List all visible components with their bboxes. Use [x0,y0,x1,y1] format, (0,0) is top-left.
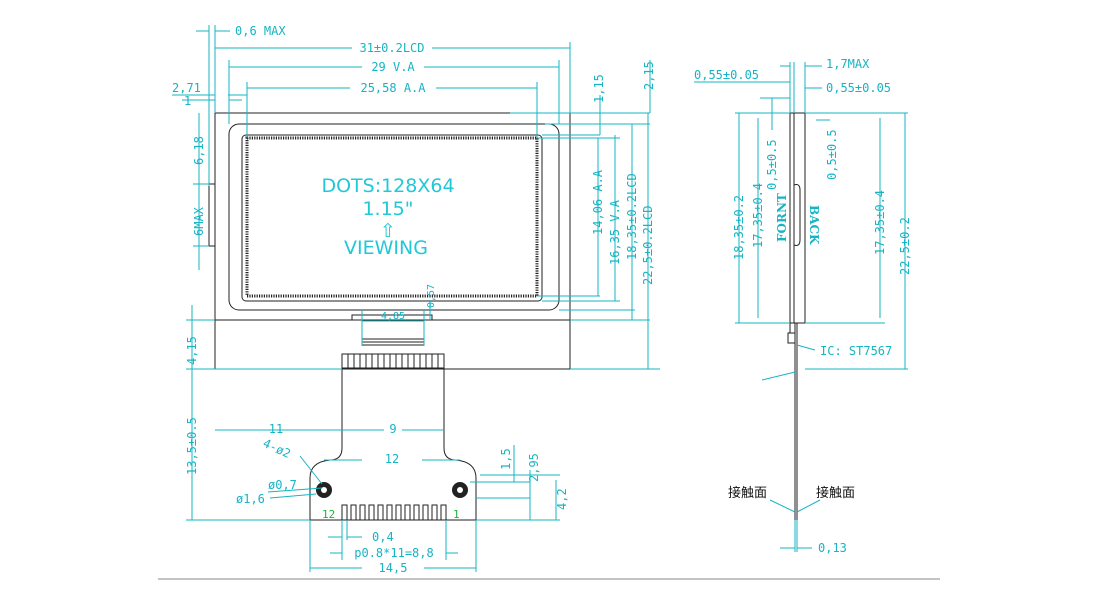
dim-side-05-right: 0,5±0.5 [825,129,839,180]
dim-tail-12: 12 [385,452,399,466]
dim-tail-135: 13,5±0.5 [185,417,199,475]
dim-side-1835: 18,35±0.2 [732,195,746,260]
dim-left-271: 2,71 [172,81,201,95]
side-view [787,112,806,520]
dim-side-17max: 1,7MAX [826,57,870,71]
viewing-text: VIEWING [344,237,428,259]
dim-tail-42: 4,2 [555,488,569,510]
lcd-glass [228,123,560,311]
dim-holes: 4-ø2 [261,436,293,461]
dim-tail-9: 9 [389,422,396,436]
dim-tail-145: 14,5 [379,561,408,575]
dim-tail-295: 2,95 [527,453,541,482]
dim-right-215: 2,15 [642,61,656,90]
fpc-neck [341,353,445,369]
dim-left-6max: 6MAX [192,206,206,236]
dim-va-height: 16,35 V.A [608,199,622,265]
dim-fpc-057: 0,57 [426,284,437,308]
side-dimensions: 0,55±0.05 1,7MAX 0,55±0.05 18,35±0.2 17,… [694,57,912,555]
ic-chip [787,332,796,344]
dim-side-225: 22,5±0.2 [898,217,912,275]
dim-side-055b: 0,55±0.05 [826,81,891,95]
dim-lcd-width: 31±0.2LCD [359,41,424,55]
dim-total-height: 22,5±0.2LCD [641,206,655,285]
front-view: DOTS:128X64 1.15" ⇧ VIEWING [208,112,571,521]
dim-tail-15: 1,5 [499,448,513,470]
pin-12-label: 12 [322,508,335,521]
dim-side-05-left: 0,5±0.5 [765,139,779,190]
left-tab [208,183,216,247]
contact-surface-left: 接触面 [728,485,767,501]
fpc-tail [309,368,477,521]
dim-side-1735-right: 17,35±0.4 [873,190,887,255]
back-glass [793,112,806,324]
front-glass [789,112,795,324]
front-label: FORNT [775,193,789,242]
dim-left-618: 6,18 [192,136,206,165]
dim-va-width: 29 V.A [371,60,415,74]
dim-fpc-thickness: 0,13 [818,541,847,555]
dim-pitch: p0.8*11=8,8 [354,546,433,560]
front-dimensions: 0,6 MAX 31±0.2LCD 29 V.A 25,58 A.A 2,71 … [172,24,660,575]
gold-fingers [341,504,447,521]
dim-left-415: 4,15 [185,336,199,365]
pin-1-label: 1 [453,508,460,521]
polarizer-step [793,184,801,246]
dim-right-115: 1,15 [592,74,606,103]
dim-side-055a: 0,55±0.05 [694,68,759,82]
dim-tail-11: 11 [269,422,283,436]
size-text: 1.15" [362,198,413,220]
back-label: BACK [807,205,821,245]
dim-aa-width: 25,58 A.A [360,81,426,95]
dots-text: DOTS:128X64 [321,175,454,197]
ic-label: IC: ST7567 [820,344,892,358]
dim-left-1: 1 [184,94,191,108]
dim-hole-07: ø0,7 [268,478,297,492]
fpc-neck-lines [347,354,439,368]
dim-hole-16: ø1,6 [236,492,265,506]
dim-side-1735-left: 17,35±0.4 [751,183,765,248]
dim-fpc-485: 4,85 [381,311,405,322]
active-area [245,136,539,298]
dim-aa-height: 14,06 A.A [591,169,605,235]
contact-surface-right: 接触面 [816,485,855,501]
dim-lcd-height: 18,35±0.2LCD [625,173,639,260]
viewing-area [241,134,543,302]
dim-top-max: 0,6 MAX [235,24,286,38]
dim-pad-04: 0,4 [372,530,394,544]
up-arrow-icon: ⇧ [380,220,396,242]
